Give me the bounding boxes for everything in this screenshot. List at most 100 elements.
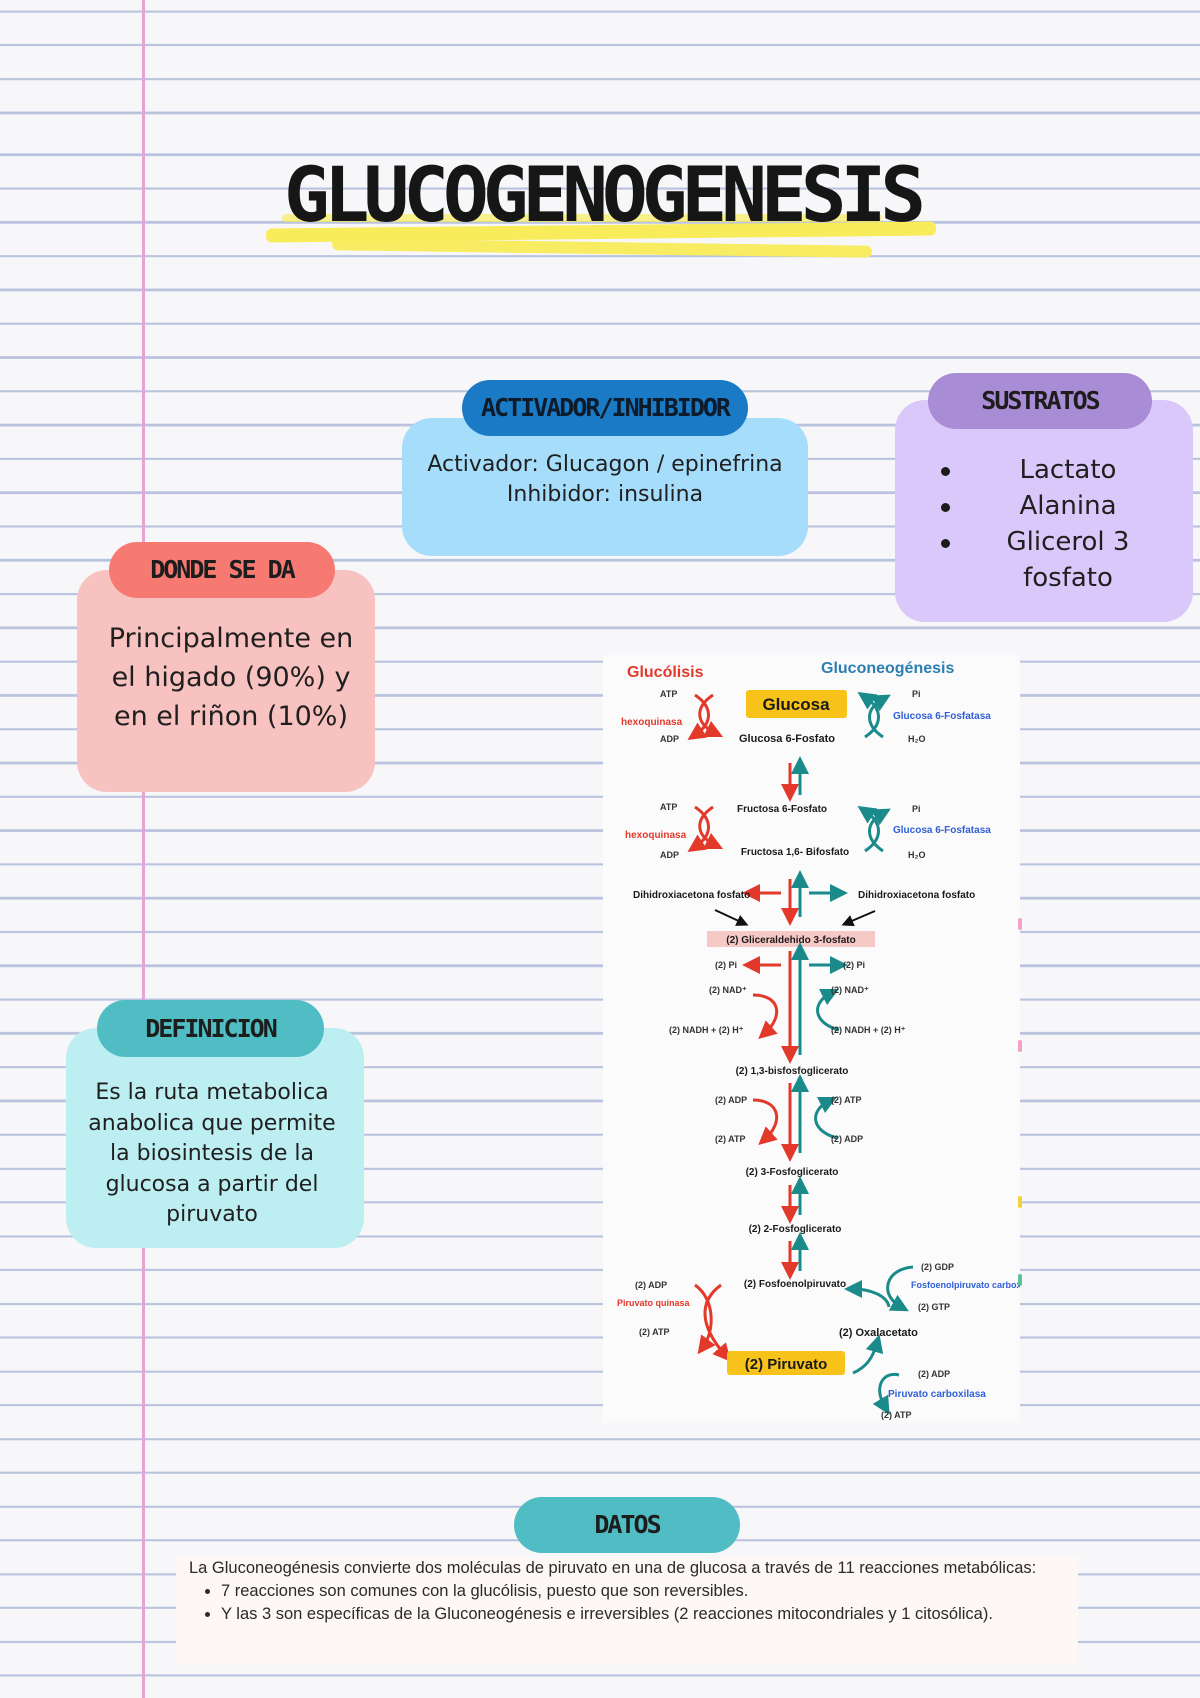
definicion-card: Es la ruta metabolica anabolica que perm… — [66, 1028, 364, 1248]
g3p-box — [707, 931, 875, 947]
gdp-text: (2) GDP — [921, 1262, 954, 1272]
adp-text: (2) ADP — [635, 1280, 667, 1290]
atp-text: (2) ATP — [639, 1327, 670, 1337]
sustratos-label: SUSTRATOS — [928, 373, 1152, 429]
red-arrow — [752, 993, 779, 1039]
edge-mark — [1018, 1274, 1022, 1286]
notebook-margin-line — [142, 0, 145, 1698]
oaa-label: (2) Oxalacetato — [839, 1327, 918, 1339]
edge-mark — [1018, 1040, 1022, 1052]
donde-line: Principalmente en — [108, 623, 354, 654]
glucosa-label: Glucosa — [762, 695, 830, 714]
hexoquinasa-arrow — [687, 805, 710, 852]
pathway-svg: Glucólisis Gluconeogénesis Glucosa ATP h… — [617, 660, 1059, 1420]
atp-text: (2) ATP — [881, 1410, 912, 1420]
donde-card: Principalmente en el higado (90%) y en e… — [77, 570, 375, 792]
teal-arrow — [872, 1372, 900, 1415]
fosfatasa-arrow — [857, 692, 880, 739]
piruvato-carboxilasa-label: Piruvato carboxilasa — [888, 1389, 986, 1400]
hexoquinasa-label: hexoquinasa — [621, 717, 683, 728]
dhap-left: Dihidroxiacetona fosfato — [633, 890, 750, 901]
hexoquinasa-arrow — [687, 693, 710, 740]
dhap-right: Dihidroxiacetona fosfato — [858, 890, 975, 901]
adp-text: (2) ADP — [918, 1369, 950, 1379]
definicion-line: glucosa a partir del — [105, 1171, 319, 1197]
datos-label: DATOS — [514, 1497, 740, 1553]
header-gluconeogenesis: Gluconeogénesis — [821, 660, 954, 677]
teal-arrow — [852, 1334, 884, 1375]
nadh-text: (2) NADH + (2) H⁺ — [669, 1025, 744, 1035]
fructosa16-label: Fructosa 1,6- Bifosfato — [741, 847, 849, 858]
datos-list: 7 reacciones son comunes con la glucólis… — [189, 1580, 1078, 1626]
gtp-text: (2) GTP — [918, 1302, 950, 1312]
list-item: 7 reacciones son comunes con la glucólis… — [221, 1580, 1078, 1603]
pi-text: Pi — [912, 804, 921, 814]
title-highlight — [282, 214, 882, 222]
adp-text: (2) ADP — [831, 1134, 863, 1144]
list-item: Y las 3 son específicas de la Gluconeogé… — [221, 1603, 1078, 1626]
pi-text: (2) Pi — [715, 960, 737, 970]
definicion-line: anabolica que permite — [88, 1110, 336, 1136]
atp-text: ATP — [660, 689, 677, 699]
h2o-text: H₂O — [908, 734, 926, 744]
activador-card: Activador: Glucagon / epinefrina Inhibid… — [402, 418, 808, 556]
fosfatasa-label: Glucosa 6-Fosfatasa — [893, 825, 991, 836]
glucosa6f-label: Glucosa 6-Fosfato — [739, 733, 835, 745]
donde-line: en el riñon (10%) — [113, 701, 348, 732]
teal-arrow — [814, 1096, 838, 1140]
atp-text: (2) ATP — [831, 1095, 862, 1105]
nad-text: (2) NAD⁺ — [709, 985, 747, 995]
pathway-diagram: Glucólisis Gluconeogénesis Glucosa ATP h… — [603, 655, 1059, 1423]
g3p-label: (2) Gliceraldehido 3-fosfato — [726, 935, 855, 946]
red-arrow — [752, 1098, 779, 1145]
piruvato-label: (2) Piruvato — [745, 1356, 828, 1373]
datos-box: La Gluconeogénesis convierte dos molécul… — [176, 1557, 1078, 1665]
activador-label: ACTIVADOR/INHIBIDOR — [462, 380, 748, 436]
title-highlight — [331, 238, 873, 258]
header-glucolisis: Glucólisis — [627, 664, 704, 681]
sustratos-list: Lactato Alanina Glicerol 3 fosfato — [895, 452, 1193, 593]
adp-text: ADP — [660, 850, 679, 860]
fosfatasa-arrow — [868, 808, 891, 853]
donde-label: DONDE SE DA — [109, 542, 335, 598]
nadh-text: (2) NADH + (2) H⁺ — [831, 1025, 906, 1035]
pi-text: Pi — [912, 689, 921, 699]
pg3-label: (2) 3-Fosfoglicerato — [746, 1167, 839, 1178]
piruvato-quinasa-label: Piruvato quinasa — [617, 1298, 691, 1308]
hexoquinasa-label: hexoquinasa — [625, 830, 687, 841]
teal-arrow — [816, 988, 840, 1032]
hexoquinasa-arrow — [698, 805, 724, 850]
glucosa-box — [746, 690, 847, 718]
adp-text: (2) ADP — [715, 1095, 747, 1105]
bpg-label: (2) 1,3-bisfosfoglicerato — [736, 1066, 849, 1077]
piruvato-box — [727, 1351, 845, 1375]
activador-text: Activador: Glucagon / epinefrina — [427, 452, 783, 477]
atp-text: (2) ATP — [715, 1134, 746, 1144]
edge-mark — [1018, 1196, 1022, 1208]
teal-arrow — [844, 1280, 891, 1308]
fosfatasa-arrow — [857, 806, 880, 853]
black-arrow — [714, 909, 749, 926]
definicion-line: la biosintesis de la — [110, 1141, 314, 1166]
inhibidor-text: Inhibidor: insulina — [506, 482, 704, 507]
definicion-line: Es la ruta metabolica — [95, 1080, 329, 1105]
sustratos-card: Lactato Alanina Glicerol 3 fosfato — [895, 400, 1193, 622]
fructosa6f-label: Fructosa 6-Fosfato — [737, 804, 827, 815]
datos-intro: La Gluconeogénesis convierte dos molécul… — [189, 1559, 1037, 1577]
pepck-label: Fosfoenolpiruvato carboxiquinasa — [911, 1280, 1020, 1290]
red-arrow — [703, 1283, 731, 1362]
h2o-text: H₂O — [908, 850, 926, 860]
nad-text: (2) NAD⁺ — [831, 985, 869, 995]
atp-text: ATP — [660, 802, 677, 812]
pi-text: (2) Pi — [843, 960, 865, 970]
fosfatasa-arrow — [868, 694, 891, 739]
hexoquinasa-arrow — [698, 693, 724, 738]
definicion-label: DEFINICION — [97, 1000, 324, 1057]
edge-mark — [1018, 918, 1022, 930]
fosfatasa-label: Glucosa 6-Fosfatasa — [893, 711, 991, 722]
adp-text: ADP — [660, 734, 679, 744]
teal-arrow — [886, 1265, 914, 1312]
list-item: Lactato — [895, 452, 1193, 488]
definicion-line: piruvato — [166, 1202, 258, 1227]
pg2-label: (2) 2-Fosfoglicerato — [749, 1224, 842, 1235]
